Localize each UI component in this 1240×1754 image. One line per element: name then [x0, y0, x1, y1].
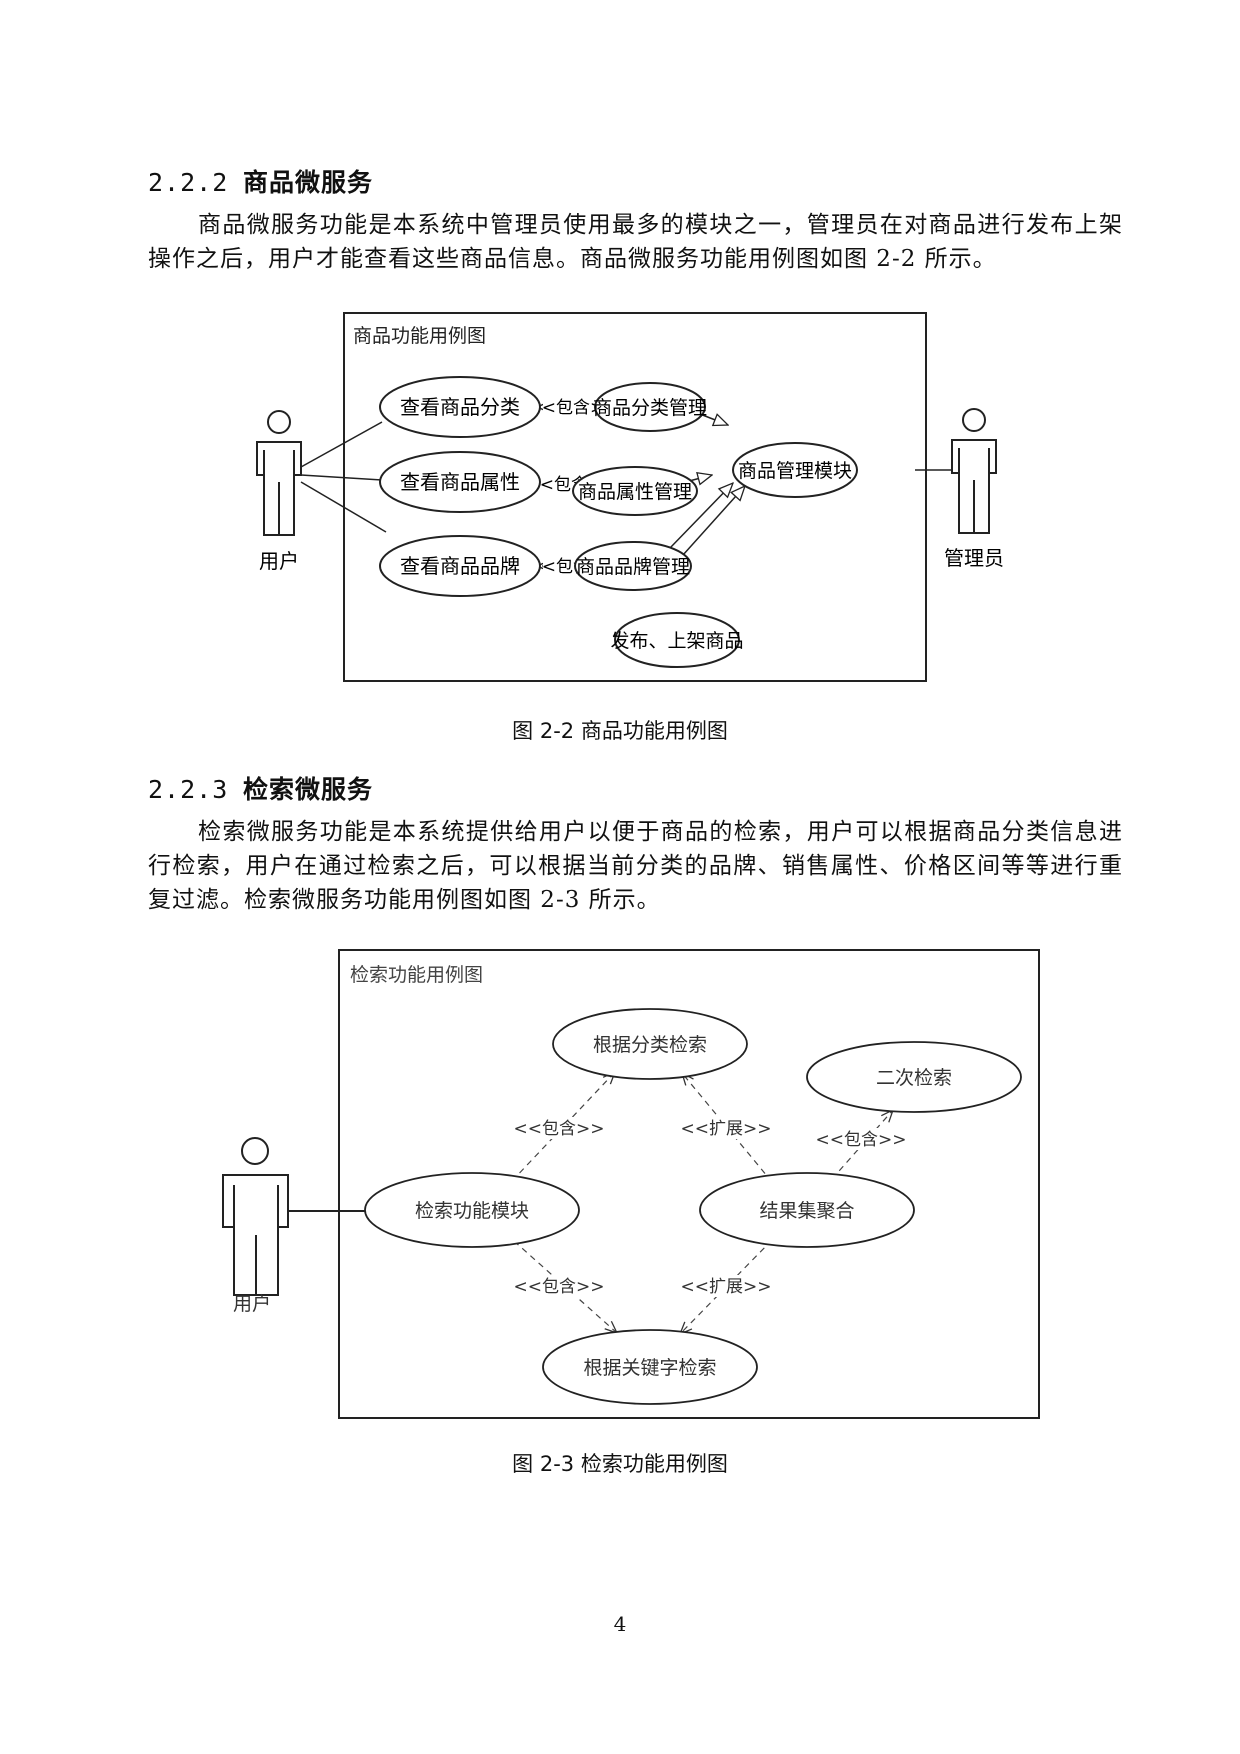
paragraph-223: 检索微服务功能是本系统提供给用户以便于商品的检索，用户可以根据商品分类信息进行检…	[148, 819, 1123, 913]
figure-2-3: 检索功能用例图 用户 <<包含>> <<扩展>> <<包含>> <<	[212, 945, 1052, 1425]
uc-brand-mgmt: 商品品牌管理	[576, 556, 690, 578]
uc-by-keyword: 根据关键字检索	[583, 1357, 716, 1379]
actor-user-label: 用户	[259, 549, 299, 573]
uc-by-category: 根据分类检索	[593, 1034, 707, 1056]
include-label-c: <<包含>>	[514, 1277, 605, 1297]
uc-secondary: 二次检索	[876, 1067, 952, 1089]
uc-attr-mgmt: 商品属性管理	[578, 481, 692, 503]
caption-2-2: 图 2-2 商品功能用例图	[512, 719, 728, 743]
frame-title: 商品功能用例图	[353, 325, 486, 347]
uc-view-brand: 查看商品品牌	[400, 554, 520, 578]
page-number: 4	[613, 1612, 627, 1636]
association-lines	[300, 421, 952, 533]
actor-admin-label: 管理员	[944, 546, 1004, 570]
actor-user-icon	[256, 410, 302, 536]
section-title: 检索微服务	[243, 775, 374, 804]
section-heading-223: 2.2.3 检索微服务	[148, 770, 373, 806]
use-case-ellipses-2	[364, 1008, 1022, 1405]
section-title: 商品微服务	[243, 168, 374, 197]
actor-user-icon-2	[222, 1137, 289, 1296]
uc-search-module: 检索功能模块	[415, 1200, 529, 1222]
uc-result-agg: 结果集聚合	[759, 1200, 854, 1222]
actor-admin-icon	[951, 408, 997, 534]
uc-category-mgmt: 商品分类管理	[593, 397, 707, 419]
include-label-a: <<包含>>	[514, 1119, 605, 1139]
uc-mgmt-module: 商品管理模块	[738, 460, 852, 482]
uc-publish: 发布、上架商品	[610, 630, 743, 652]
use-case-ellipses	[379, 376, 858, 668]
frame-title-2: 检索功能用例图	[350, 964, 483, 986]
uc-view-category: 查看商品分类	[400, 395, 520, 419]
figure-2-2: 商品功能用例图 用户 管理员	[250, 310, 1010, 690]
extend-label-a: <<扩展>>	[681, 1119, 772, 1139]
actor-user-label-2: 用户	[233, 1293, 271, 1315]
section-heading-222: 2.2.2 商品微服务	[148, 163, 373, 199]
paragraph-222: 商品微服务功能是本系统中管理员使用最多的模块之一，管理员在对商品进行发布上架操作…	[148, 212, 1123, 272]
extend-label-b: <<扩展>>	[681, 1277, 772, 1297]
caption-2-3: 图 2-3 检索功能用例图	[512, 1452, 728, 1476]
include-label-b: <<包含>>	[816, 1130, 907, 1150]
section-number: 2.2.3	[148, 775, 229, 804]
uc-view-attr: 查看商品属性	[400, 470, 520, 494]
section-number: 2.2.2	[148, 168, 229, 197]
